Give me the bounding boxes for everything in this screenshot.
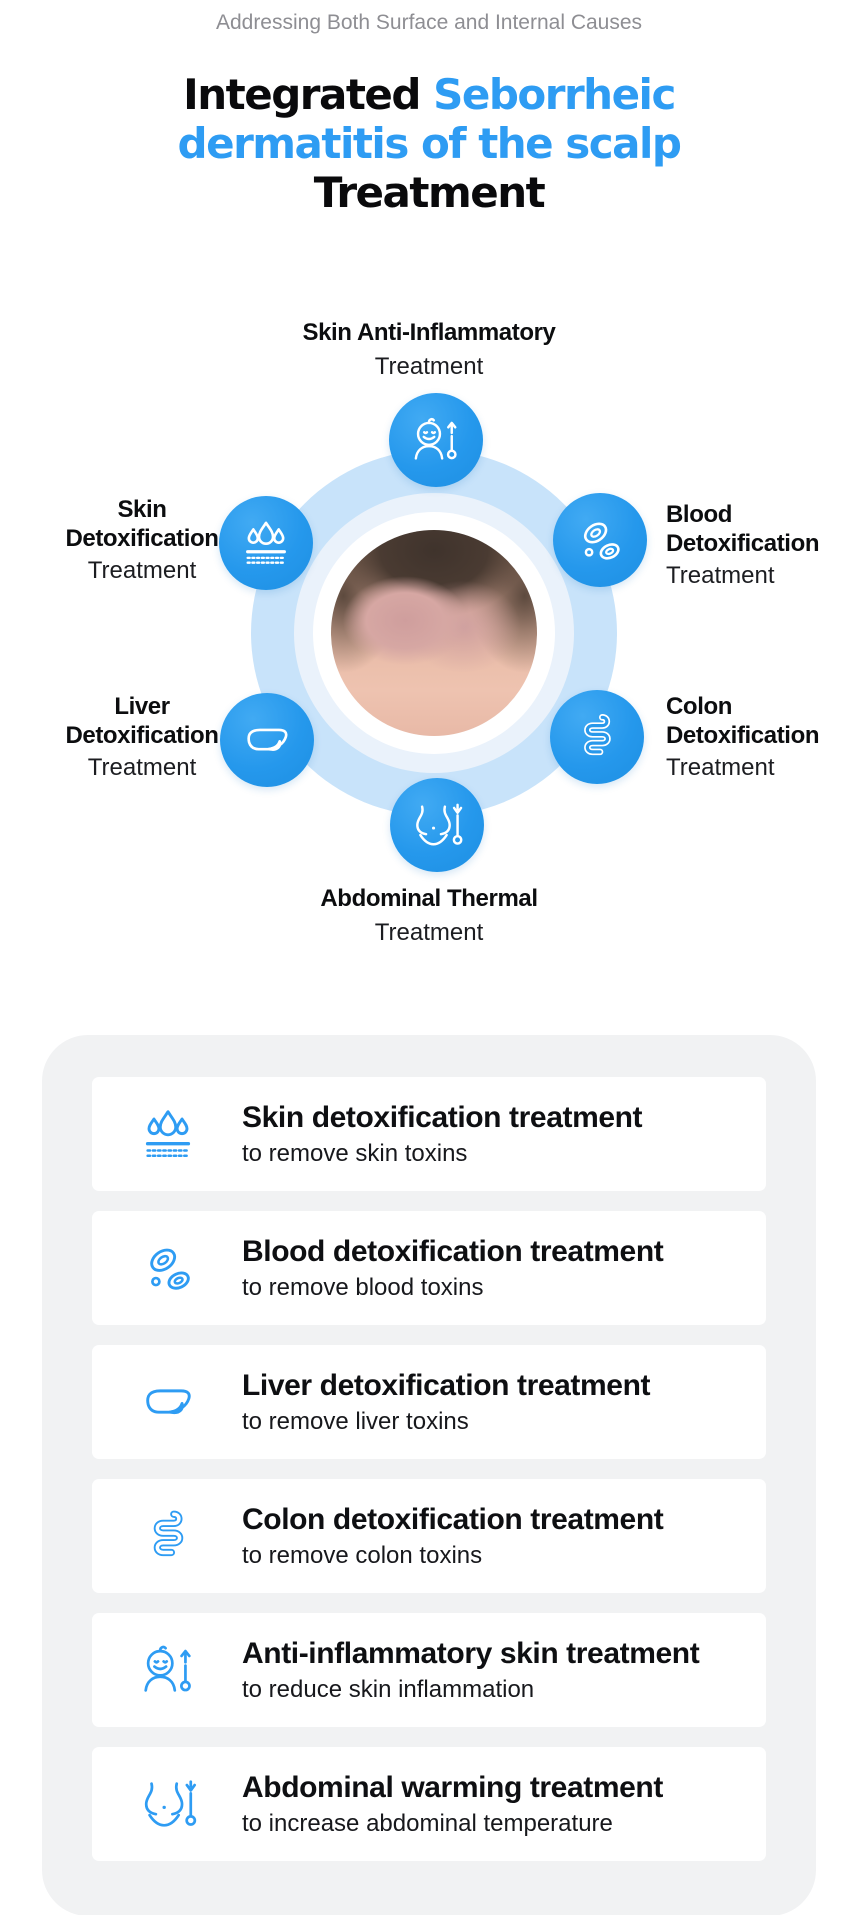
abdomen-thermometer-icon	[409, 797, 465, 853]
blood-cells-icon	[572, 512, 628, 568]
treatment-card-blood-detox: Blood detoxification treatment to remove…	[92, 1211, 766, 1325]
card-title: Colon detoxification treatment	[242, 1502, 664, 1536]
liver-icon	[137, 1371, 199, 1433]
node-circle-abdominal-thermal	[390, 778, 484, 872]
abdomen-thermometer-icon	[137, 1773, 199, 1835]
node-circle-skin-detoxification	[219, 496, 313, 590]
treatment-card-anti-inflammatory: Anti-inflammatory skin treatment to redu…	[92, 1613, 766, 1727]
node-circle-liver-detoxification	[220, 693, 314, 787]
node-label-liver-detoxification: Liver Detoxification Treatment	[65, 693, 219, 781]
card-description: to remove liver toxins	[242, 1407, 469, 1435]
treatment-card-skin-detox: Skin detoxification treatment to remove …	[92, 1077, 766, 1191]
node-circle-blood-detoxification	[553, 493, 647, 587]
title-black-part-1: Integrated	[183, 70, 434, 120]
node-circle-skin-anti-inflammatory	[389, 393, 483, 487]
title-black-part-2: Treatment	[313, 168, 546, 218]
baby-thermometer-icon	[137, 1639, 199, 1701]
card-title: Liver detoxification treatment	[242, 1368, 651, 1402]
card-title: Abdominal warming treatment	[242, 1770, 663, 1804]
node-label-colon-detoxification: Colon Detoxification Treatment	[666, 693, 820, 781]
page-subtitle: Addressing Both Surface and Internal Cau…	[215, 11, 643, 34]
treatment-card-abdominal-warming: Abdominal warming treatment to increase …	[92, 1747, 766, 1861]
node-circle-colon-detoxification	[550, 690, 644, 784]
node-label-skin-anti-inflammatory: Skin Anti-Inflammatory Treatment	[302, 319, 556, 380]
treatment-card-liver-detox: Liver detoxification treatment to remove…	[92, 1345, 766, 1459]
skin-drops-icon	[238, 515, 294, 571]
node-label-abdominal-thermal: Abdominal Thermal Treatment	[320, 885, 538, 946]
card-title: Skin detoxification treatment	[242, 1100, 643, 1134]
card-title: Anti-inflammatory skin treatment	[242, 1636, 700, 1670]
card-title: Blood detoxification treatment	[242, 1234, 664, 1268]
title-blue-part-1: Seborrheic	[433, 70, 676, 120]
colon-icon	[137, 1505, 199, 1567]
card-description: to increase abdominal temperature	[242, 1809, 613, 1837]
card-description: to reduce skin inflammation	[242, 1675, 535, 1703]
card-description: to remove skin toxins	[242, 1139, 468, 1167]
treatment-card-colon-detox: Colon detoxification treatment to remove…	[92, 1479, 766, 1593]
card-description: to remove blood toxins	[242, 1273, 484, 1301]
skin-drops-icon	[137, 1103, 199, 1165]
blood-cells-icon	[137, 1237, 199, 1299]
node-label-blood-detoxification: Blood Detoxification Treatment	[666, 501, 820, 589]
node-label-skin-detoxification: Skin Detoxification Treatment	[65, 496, 219, 584]
baby-thermometer-icon	[408, 412, 464, 468]
liver-icon	[239, 712, 295, 768]
scalp-photo	[331, 530, 537, 736]
card-description: to remove colon toxins	[242, 1541, 483, 1569]
title-blue-part-2: dermatitis of the scalp	[177, 119, 682, 169]
colon-icon	[569, 709, 625, 765]
